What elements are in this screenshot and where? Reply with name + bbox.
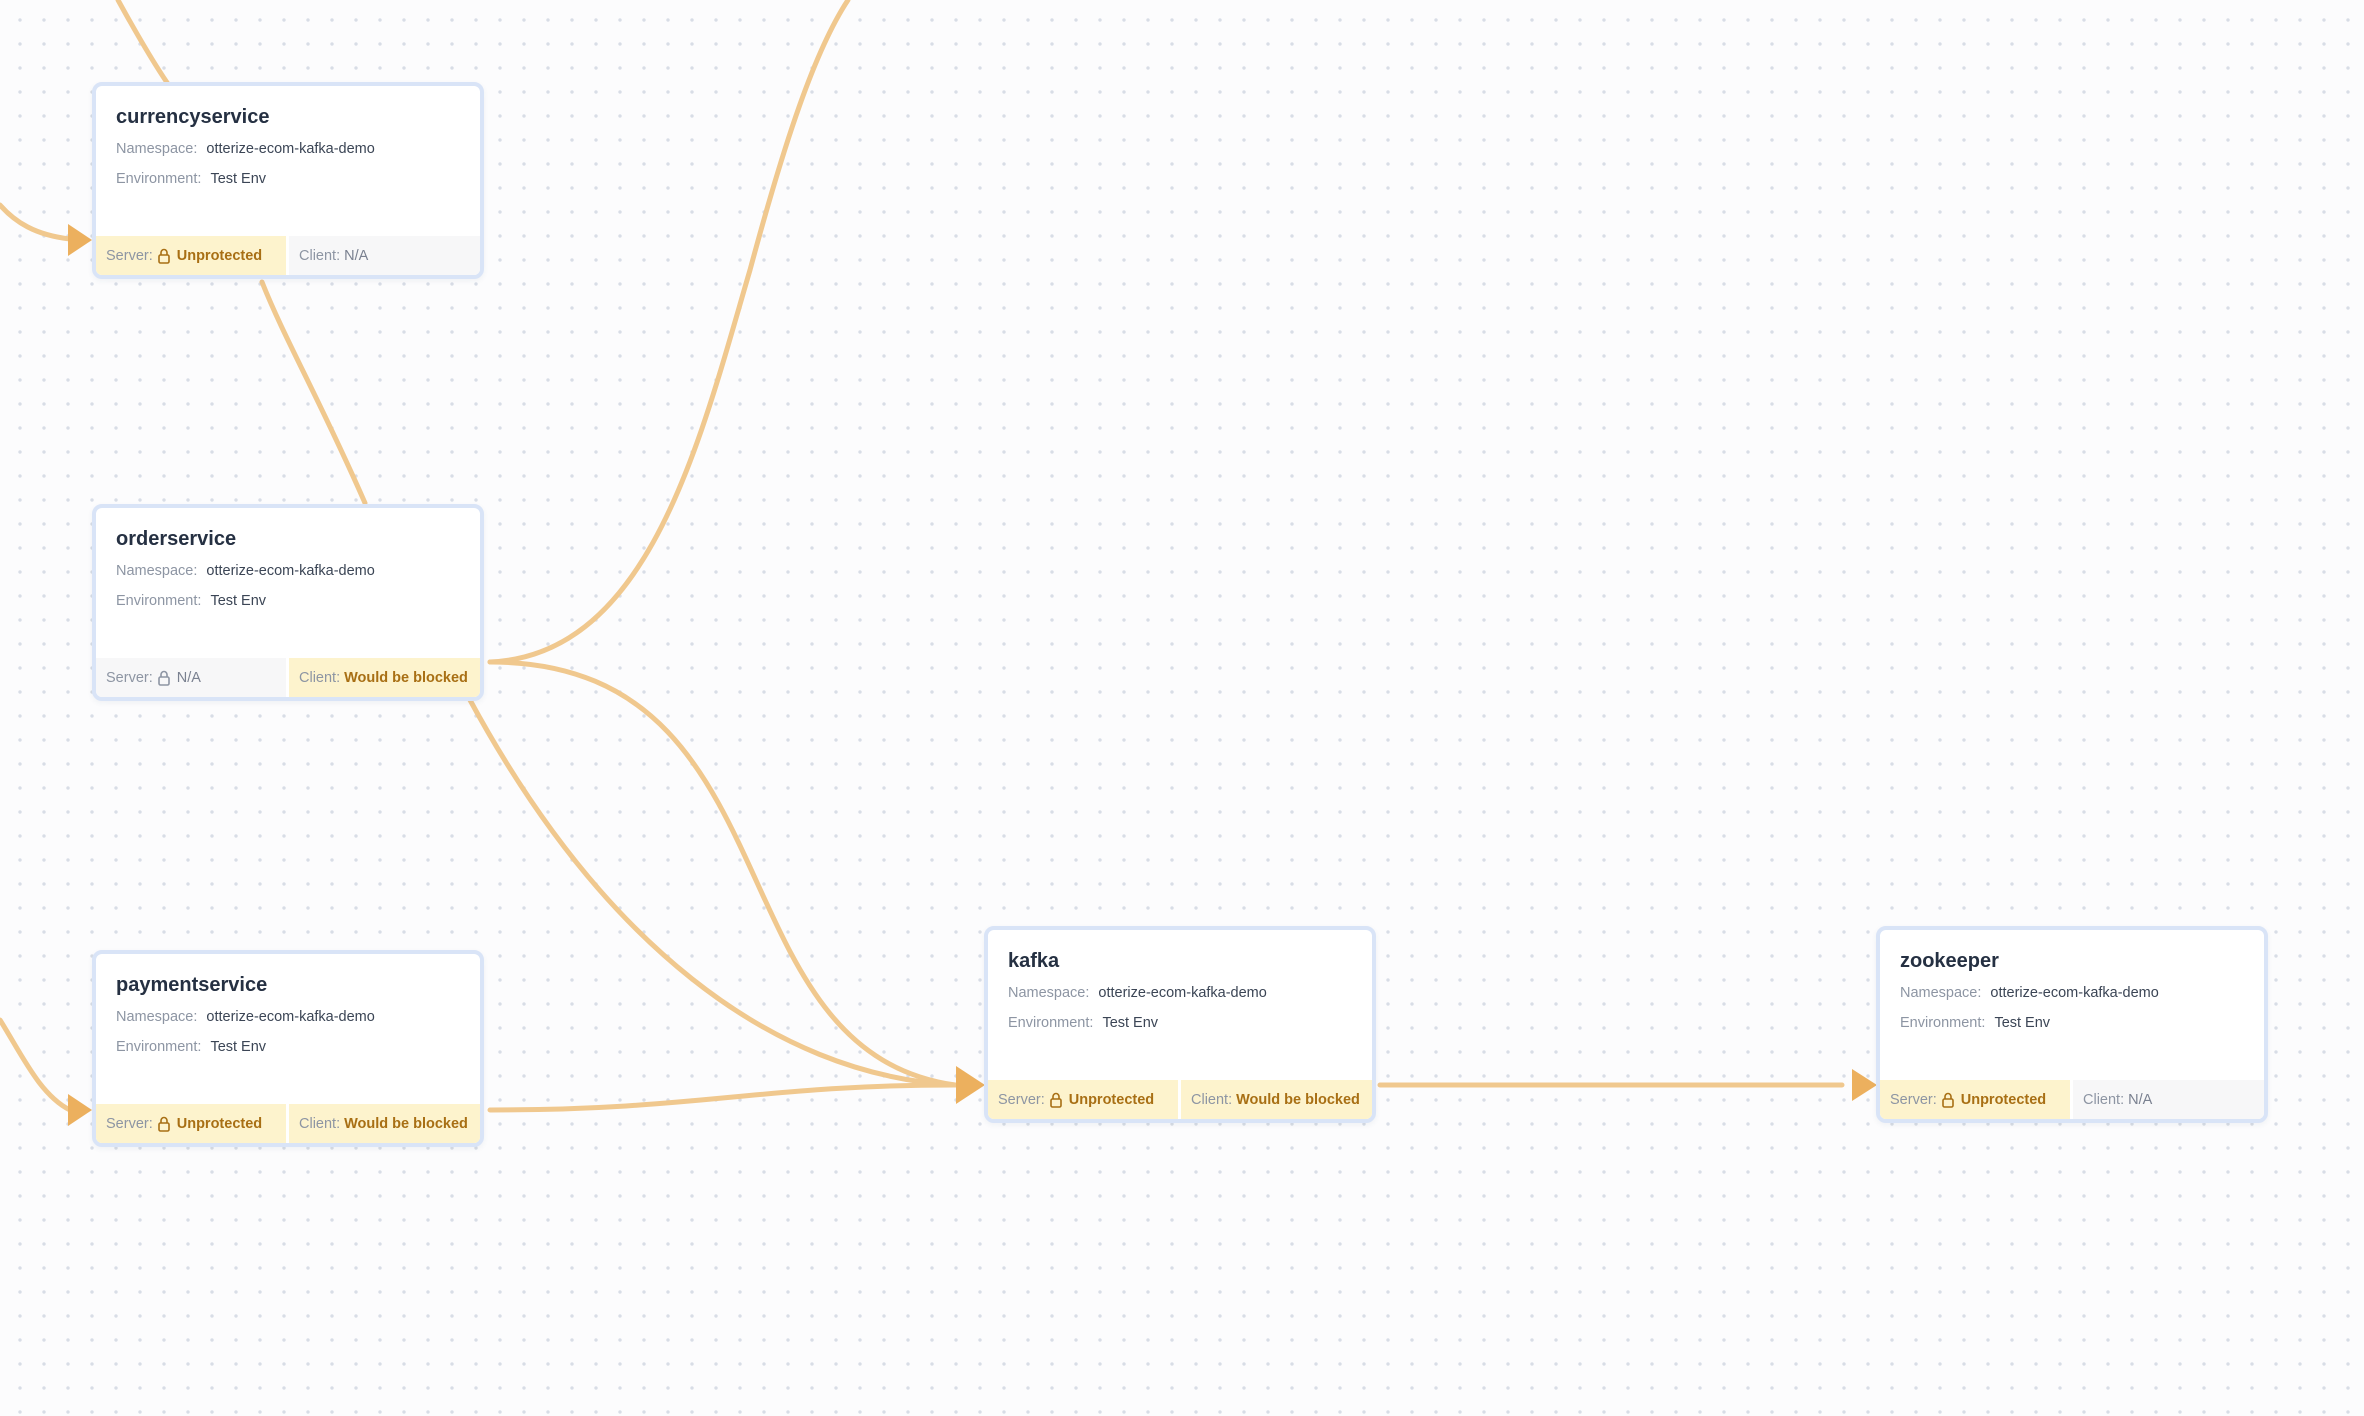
arrow-zookeeper-left <box>1852 1069 1877 1101</box>
client-status[interactable]: Client: N/A <box>2070 1080 2264 1119</box>
node-title: currencyservice <box>116 106 270 128</box>
node-title: orderservice <box>116 528 237 550</box>
namespace-value: otterize-ecom-kafka-demo <box>1098 985 1267 1001</box>
status-footer: Server: Unprotected Client: Would be blo… <box>96 1104 480 1143</box>
server-status-value: Unprotected <box>176 1115 263 1132</box>
node-currencyservice[interactable]: currencyservice Namespace: otterize-ecom-… <box>92 82 484 279</box>
server-status-value: Unprotected <box>1960 1091 2047 1108</box>
server-status-value: Unprotected <box>1068 1091 1155 1108</box>
namespace-value: otterize-ecom-kafka-demo <box>206 563 375 579</box>
environment-row: Environment: Test Env <box>1900 1015 2050 1031</box>
environment-value: Test Env <box>210 593 267 609</box>
client-label: Client: <box>299 1115 341 1132</box>
lock-icon <box>157 670 170 686</box>
namespace-value: otterize-ecom-kafka-demo <box>1990 985 2159 1001</box>
arrow-kafka-left <box>956 1066 985 1104</box>
node-zookeeper[interactable]: zookeeper Namespace: otterize-ecom-kafka-… <box>1876 926 2268 1123</box>
status-footer: Server: Unprotected Client: N/A <box>96 236 480 275</box>
client-status-value: Would be blocked <box>344 669 468 686</box>
namespace-label: Namespace: <box>116 141 198 157</box>
namespace-row: Namespace: otterize-ecom-kafka-demo <box>1008 985 1267 1001</box>
node-title: paymentservice <box>116 974 268 996</box>
status-footer: Server: N/A Client: Would be blocked <box>96 658 480 697</box>
namespace-label: Namespace: <box>116 563 198 579</box>
node-title: zookeeper <box>1900 950 1999 972</box>
status-footer: Server: Unprotected Client: N/A <box>1880 1080 2264 1119</box>
client-status[interactable]: Client: Would be blocked <box>286 658 480 697</box>
environment-value: Test Env <box>210 171 267 187</box>
edge-orderservice-to-currencyservice[interactable] <box>259 279 368 506</box>
lock-icon <box>1049 1092 1062 1108</box>
edge-orderservice-to-offscreen[interactable] <box>487 0 851 665</box>
environment-row: Environment: Test Env <box>116 593 266 609</box>
namespace-label: Namespace: <box>1008 985 1090 1001</box>
namespace-row: Namespace: otterize-ecom-kafka-demo <box>1900 985 2159 1001</box>
namespace-label: Namespace: <box>1900 985 1982 1001</box>
namespace-row: Namespace: otterize-ecom-kafka-demo <box>116 563 375 579</box>
node-paymentservice[interactable]: paymentservice Namespace: otterize-ecom-k… <box>92 950 484 1147</box>
client-status-value: N/A <box>344 247 369 264</box>
edge-offscreen-to-currencyservice-top[interactable] <box>115 0 171 87</box>
environment-value: Test Env <box>210 1039 267 1055</box>
environment-value: Test Env <box>1102 1015 1159 1031</box>
server-status[interactable]: Server: N/A <box>96 658 286 697</box>
node-title: kafka <box>1008 950 1060 972</box>
lock-icon <box>157 1116 170 1132</box>
environment-label: Environment: <box>1900 1015 1986 1031</box>
environment-value: Test Env <box>1994 1015 2051 1031</box>
namespace-row: Namespace: otterize-ecom-kafka-demo <box>116 141 375 157</box>
server-status-value: Unprotected <box>176 247 263 264</box>
environment-label: Environment: <box>116 1039 202 1055</box>
server-status[interactable]: Server: Unprotected <box>96 236 286 275</box>
lock-icon <box>1941 1092 1954 1108</box>
lock-icon <box>157 248 170 264</box>
edge-orderservice-to-kafka-upper[interactable] <box>487 659 958 1088</box>
server-status[interactable]: Server: Unprotected <box>988 1080 1178 1119</box>
environment-row: Environment: Test Env <box>116 1039 266 1055</box>
server-label: Server: <box>106 1115 153 1132</box>
server-label: Server: <box>998 1091 1045 1108</box>
status-footer: Server: Unprotected Client: Would be blo… <box>988 1080 1372 1119</box>
edge-orderservice-to-kafka-lower[interactable] <box>467 697 958 1088</box>
environment-label: Environment: <box>116 593 202 609</box>
server-status[interactable]: Server: Unprotected <box>1880 1080 2070 1119</box>
namespace-value: otterize-ecom-kafka-demo <box>206 1009 375 1025</box>
client-status[interactable]: Client: N/A <box>286 236 480 275</box>
client-label: Client: <box>1191 1091 1233 1108</box>
client-label: Client: <box>299 247 341 264</box>
namespace-label: Namespace: <box>116 1009 198 1025</box>
client-status-value: Would be blocked <box>1236 1091 1360 1108</box>
client-status[interactable]: Client: Would be blocked <box>286 1104 480 1143</box>
environment-row: Environment: Test Env <box>1008 1015 1158 1031</box>
client-label: Client: <box>299 669 341 686</box>
server-status-value: N/A <box>176 669 201 686</box>
edge-offscreen-to-paymentservice[interactable] <box>0 1017 73 1113</box>
server-label: Server: <box>106 669 153 686</box>
client-status[interactable]: Client: Would be blocked <box>1178 1080 1372 1119</box>
environment-label: Environment: <box>1008 1015 1094 1031</box>
arrow-currencyservice-left <box>68 224 92 256</box>
node-orderservice[interactable]: orderservice Namespace: otterize-ecom-kaf… <box>92 504 484 701</box>
environment-row: Environment: Test Env <box>116 171 266 187</box>
client-status-value: N/A <box>2128 1091 2153 1108</box>
client-status-value: Would be blocked <box>344 1115 468 1132</box>
server-label: Server: <box>106 247 153 264</box>
namespace-row: Namespace: otterize-ecom-kafka-demo <box>116 1009 375 1025</box>
edge-offscreen-to-currencyservice-left[interactable] <box>0 202 73 242</box>
arrow-paymentservice-left <box>68 1094 92 1126</box>
client-label: Client: <box>2083 1091 2125 1108</box>
node-kafka[interactable]: kafka Namespace: otterize-ecom-kafka-demo… <box>984 926 1376 1123</box>
environment-label: Environment: <box>116 171 202 187</box>
namespace-value: otterize-ecom-kafka-demo <box>206 141 375 157</box>
edge-paymentservice-to-kafka[interactable] <box>487 1082 958 1113</box>
server-label: Server: <box>1890 1091 1937 1108</box>
server-status[interactable]: Server: Unprotected <box>96 1104 286 1143</box>
